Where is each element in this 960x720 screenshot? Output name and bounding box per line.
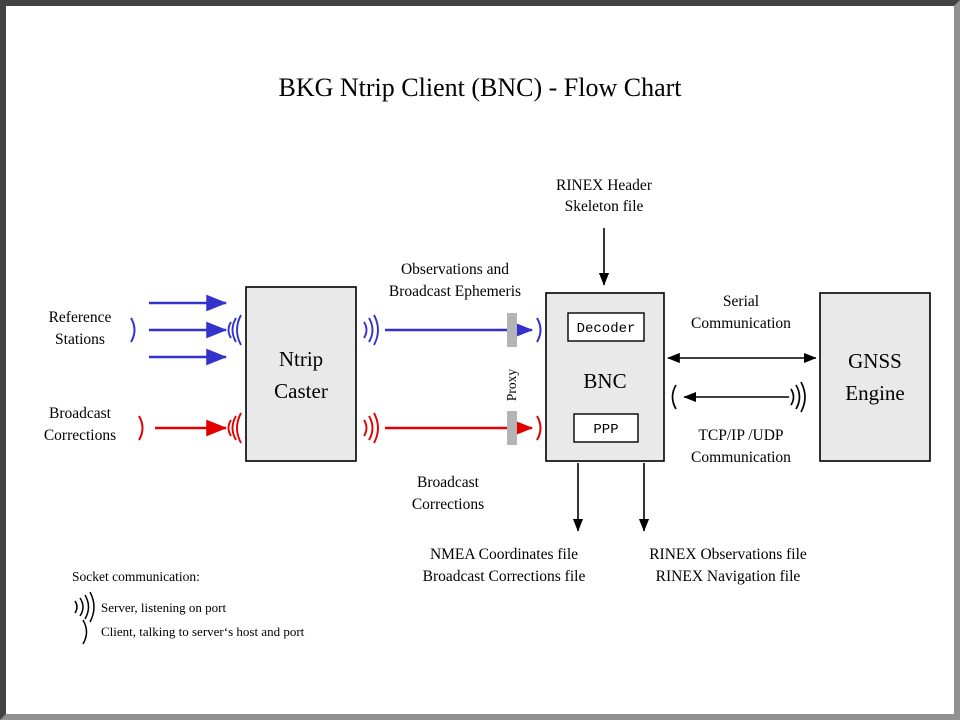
tcpip-communication-line2: Communication	[691, 449, 791, 466]
server-antenna-icon-caster-obs	[227, 314, 242, 346]
proxy-bar-top	[507, 313, 517, 347]
output-right-line2: RINEX Navigation file	[656, 568, 801, 585]
ntrip-caster-label-line1: Ntrip	[279, 347, 323, 371]
ntrip-caster-label-line2: Caster	[274, 379, 328, 403]
reference-stations-label-line1: Reference	[49, 309, 112, 326]
gnss-engine-label-line1: GNSS	[848, 349, 902, 373]
client-paren-icon-bnc-obs	[536, 317, 542, 343]
output-left-line1: NMEA Coordinates file	[430, 546, 578, 563]
gnss-engine-label-line2: Engine	[845, 381, 904, 405]
output-right-line1: RINEX Observations file	[649, 546, 807, 563]
legend-heading: Socket communication:	[72, 569, 200, 584]
page-title: BKG Ntrip Client (BNC) - Flow Chart	[279, 73, 683, 102]
client-paren-icon-bnc-corr	[536, 415, 542, 441]
rinex-header-label-line1: RINEX Header	[556, 177, 653, 194]
broadcast-corrections-edge-line2: Corrections	[412, 496, 484, 513]
legend-client-text: Client, talking to server‘s host and por…	[101, 624, 305, 639]
reference-stations-label-line2: Stations	[55, 331, 105, 348]
server-antenna-icon-gnss	[790, 381, 806, 413]
broadcast-corrections-source-line1: Broadcast	[49, 405, 112, 422]
decoder-box[interactable]	[567, 312, 645, 342]
ppp-box[interactable]	[573, 413, 639, 443]
proxy-bar-bottom	[507, 411, 517, 445]
gnss-engine-box[interactable]	[819, 292, 931, 462]
tcpip-communication-line1: TCP/IP /UDP	[698, 427, 783, 444]
server-antenna-icon-legend	[74, 591, 95, 623]
broadcast-corrections-edge-line1: Broadcast	[417, 474, 480, 491]
ppp-label: PPP	[593, 422, 618, 438]
bnc-label: BNC	[583, 369, 626, 393]
server-antenna-icon-caster-corr	[227, 412, 242, 444]
rinex-header-label-line2: Skeleton file	[565, 198, 644, 215]
server-antenna-icon-corr-out	[363, 412, 379, 444]
client-paren-icon-reference-stations	[130, 317, 136, 343]
serial-communication-line2: Communication	[691, 315, 791, 332]
ntrip-caster-box[interactable]	[245, 286, 357, 462]
serial-communication-line1: Serial	[723, 293, 759, 310]
proxy-label: Proxy	[504, 369, 519, 402]
client-paren-icon-legend	[82, 619, 88, 645]
observations-label-line1: Observations and	[401, 261, 509, 278]
client-paren-icon-bnc-tcpip	[671, 384, 677, 410]
decoder-label: Decoder	[577, 321, 636, 337]
legend-server-text: Server, listening on port	[101, 600, 227, 615]
output-left-line2: Broadcast Corrections file	[423, 568, 586, 585]
client-paren-icon-broadcast-corrections	[138, 415, 144, 441]
broadcast-corrections-source-line2: Corrections	[44, 427, 116, 444]
server-antenna-icon-obs-out	[363, 314, 379, 346]
observations-label-line2: Broadcast Ephemeris	[389, 283, 521, 300]
